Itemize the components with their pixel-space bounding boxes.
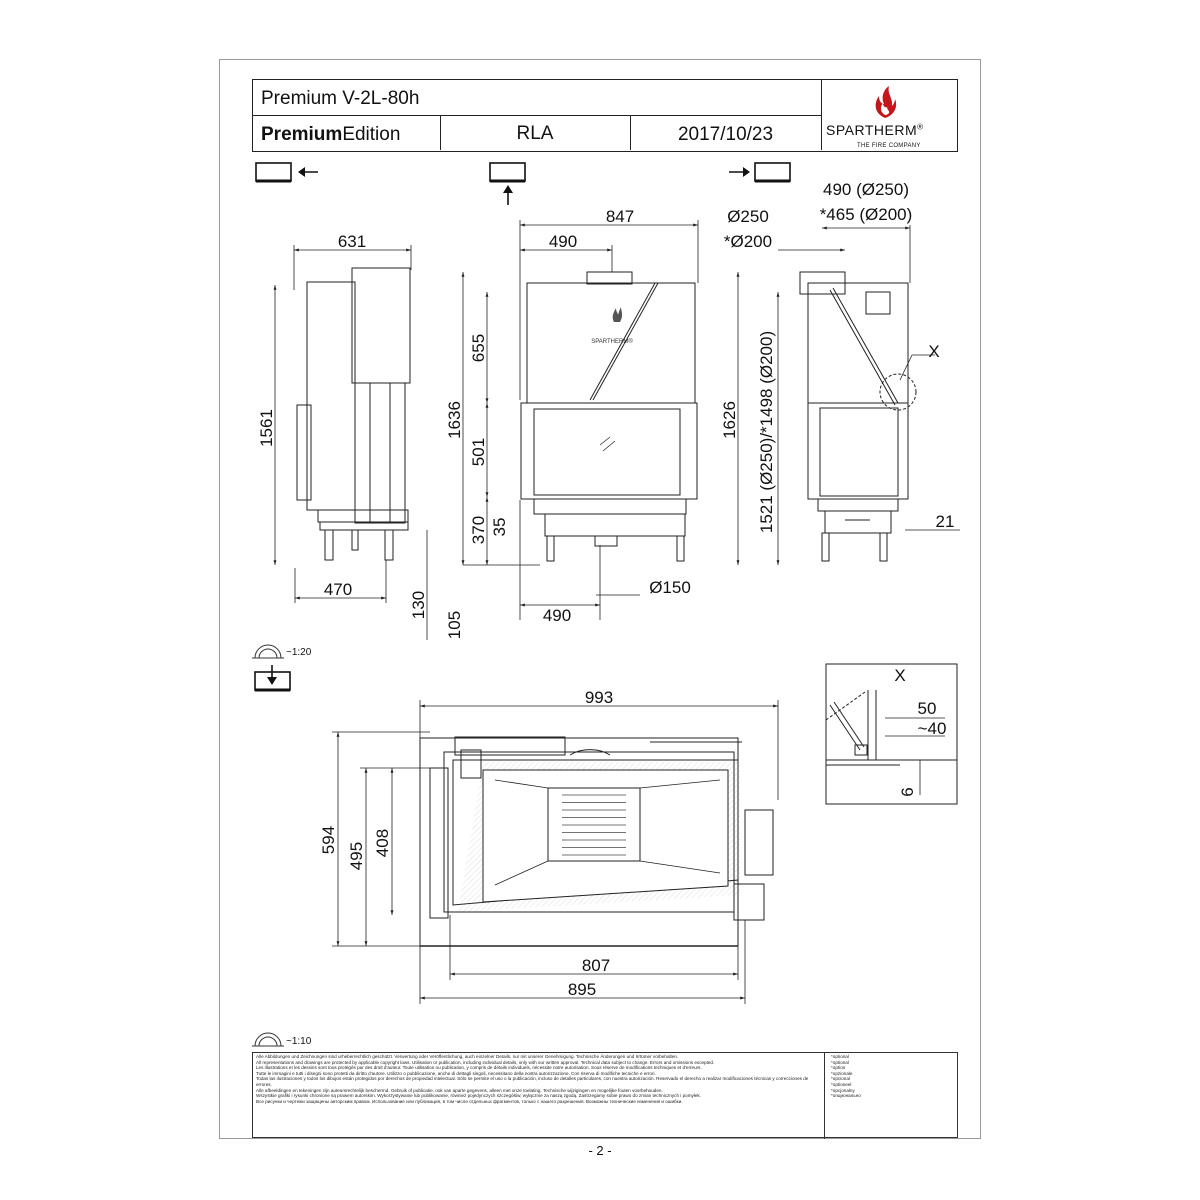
- disclaimer-note: *optional: [831, 1054, 849, 1059]
- view-right-icon: [729, 162, 791, 183]
- disclaimer-note: *optioneel: [831, 1081, 852, 1087]
- flame-logo-icon: [875, 86, 897, 118]
- dim-plan-width: 993: [585, 688, 613, 707]
- disclaimer-line: All representations and drawings are pro…: [256, 1059, 715, 1065]
- dim-front-offset: 490: [549, 232, 577, 251]
- front-view: [520, 271, 698, 562]
- dim-plan-firebox-depth: 408: [373, 829, 392, 857]
- dim-plan-inner-width: 807: [582, 956, 610, 975]
- disclaimer-note: *optional: [831, 1059, 849, 1065]
- dim-side-width: 631: [338, 232, 366, 251]
- copyright-disclaimer: Alle Abbildungen und Zeichnungen sind ur…: [252, 1052, 958, 1141]
- dim-side-height: 1561: [257, 409, 276, 447]
- dim-right-height: 1626: [720, 401, 739, 439]
- disclaimer-line: Les illustrations et les dessins sont to…: [256, 1065, 702, 1071]
- right-view: [799, 271, 917, 562]
- dim-detail-50: 50: [918, 699, 937, 718]
- disclaimer-note: *option: [831, 1065, 846, 1071]
- drawing-date: 2017/10/23: [677, 124, 774, 145]
- plan-grate-slats: [562, 794, 626, 856]
- edition-bold: Premium: [261, 124, 343, 145]
- model-name: Premium V-2L-80h: [261, 88, 420, 109]
- dim-front-upper: 655: [469, 334, 488, 362]
- scale-labels: ~1:20 ~1:10: [286, 647, 312, 1047]
- brand-text: SPARTHERM: [826, 122, 918, 138]
- dim-plan-inner-depth: 495: [347, 842, 366, 870]
- view-top-icon: [254, 665, 291, 692]
- disclaimer-note: *опционально: [831, 1093, 861, 1099]
- view-left-icon: [255, 162, 318, 183]
- disclaimer-note: *opcjonalny: [831, 1087, 855, 1093]
- brand-tagline: THE FIRE COMPANY: [857, 143, 921, 149]
- dim-plan-width-2: 895: [568, 980, 596, 999]
- disclaimer-line: Alle Abbildungen und Zeichnungen sind ur…: [256, 1054, 679, 1059]
- dim-front-glass: 501: [469, 438, 488, 466]
- dim-flue-d1: Ø250: [727, 207, 769, 226]
- dim-detail-40: ~40: [918, 719, 947, 738]
- dim-front-inlet: Ø150: [649, 578, 691, 597]
- disclaimer-line: Wszystkie grafiki i rysunki chronione są…: [256, 1093, 701, 1099]
- brand-registered: ®: [917, 122, 924, 132]
- disclaimer-note: *opcional: [831, 1076, 850, 1082]
- dimension-labels: 631 1561 470 130 847 490 655 1636 501 37…: [257, 180, 954, 999]
- disclaimer-text: Alle Abbildungen und Zeichnungen sind ur…: [253, 1053, 825, 1139]
- scale-plan: ~1:10: [286, 1036, 312, 1047]
- disclaimer-notes: *optional*optional*option*opzionale*opci…: [831, 1053, 951, 1141]
- page-number: - 2 -: [588, 1143, 612, 1158]
- scale-icon: [252, 644, 284, 1047]
- dim-detail-6: 6: [898, 787, 917, 796]
- edition-label: PremiumEdition: [261, 125, 400, 144]
- detail-x-callout: X: [928, 342, 939, 361]
- dim-right-flue-height: 1521 (Ø250)/*1498 (Ø200): [757, 331, 776, 533]
- variant-code: RLA: [516, 123, 554, 144]
- front-logo-text: SPARTHERM®: [591, 338, 633, 345]
- plan-view: [419, 736, 774, 947]
- dim-side-base: 470: [324, 580, 352, 599]
- dim-flue-offset-2: *465 (Ø200): [820, 205, 913, 224]
- edition-rest: Edition: [342, 124, 401, 145]
- dim-front-width: 847: [606, 207, 634, 226]
- title-block: Premium V-2L-80h PremiumEdition RLA 2017…: [252, 79, 958, 152]
- dim-flue-offset-1: 490 (Ø250): [823, 180, 909, 199]
- dim-side-leg: 130: [409, 591, 428, 619]
- dim-front-total: 1636: [445, 401, 464, 439]
- dim-right-21: 21: [936, 512, 955, 531]
- dimension-lines: [273, 220, 960, 1004]
- disclaimer-line: Tutte le immagini e tutti i disegni sono…: [256, 1070, 656, 1076]
- side-view: [296, 267, 411, 561]
- detail-title: X: [894, 666, 905, 685]
- dim-front-base-small: 35: [490, 518, 509, 537]
- scale-views: ~1:20: [286, 647, 312, 658]
- disclaimer-line: Todas las ilustraciones y todos los dibu…: [256, 1076, 809, 1087]
- dim-front-bottom-offset: 490: [543, 606, 571, 625]
- disclaimer-line: Alle afbeeldingen en tekeningen zijn aut…: [256, 1087, 663, 1093]
- dim-front-base: 370: [469, 516, 488, 544]
- disclaimer-note: *opzionale: [831, 1070, 853, 1076]
- view-front-icon: [489, 162, 526, 205]
- dim-front-bottom: 105: [445, 611, 464, 639]
- dim-flue-d2: *Ø200: [724, 232, 772, 251]
- detail-x-frame: [825, 663, 958, 805]
- disclaimer-line: Все рисунки и чертежи защищены авторским…: [256, 1098, 683, 1104]
- dim-plan-depth: 594: [319, 826, 338, 854]
- brand-name: SPARTHERM®: [826, 122, 924, 138]
- front-logo: SPARTHERM®: [591, 307, 633, 345]
